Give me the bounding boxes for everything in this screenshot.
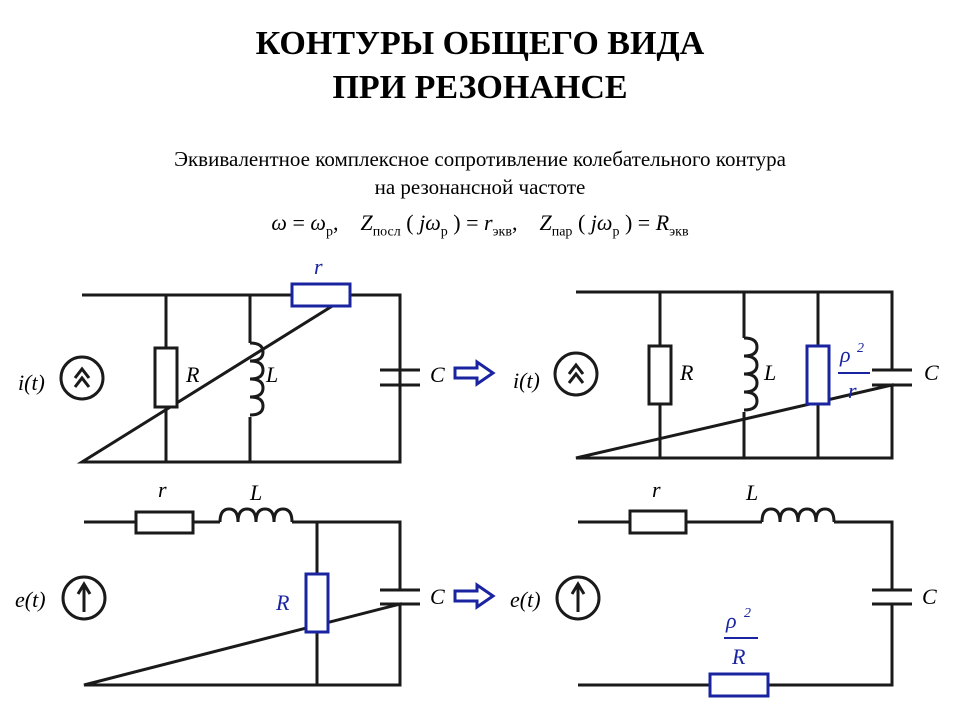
formula-omega-p-sub: р bbox=[325, 224, 333, 240]
label-rho-1: ρ bbox=[839, 342, 851, 367]
label-L-2: L bbox=[763, 360, 776, 385]
label-et-1: e(t) bbox=[15, 587, 46, 612]
formula-R-eq-sub: экв bbox=[669, 224, 689, 240]
label-L-4: L bbox=[745, 480, 758, 505]
circuit-series-equivalent: e(t) r L ρ 2 R C bbox=[510, 477, 937, 698]
voltage-source-icon-2 bbox=[555, 575, 601, 621]
formula-z-series: Z bbox=[360, 210, 373, 235]
circuit-parallel-original: i(t) R L r C bbox=[18, 254, 445, 464]
formula-omega: ω bbox=[271, 210, 287, 235]
subtitle-line-1: Эквивалентное комплексное сопротивление … bbox=[174, 147, 786, 171]
formula-R-eq: R bbox=[655, 210, 670, 235]
label-r-4: r bbox=[652, 477, 661, 502]
transform-arrow-top-icon bbox=[453, 360, 495, 386]
label-et-2: e(t) bbox=[510, 587, 541, 612]
circuit-series-original: e(t) r L R C bbox=[15, 477, 445, 687]
resistor-rho2-r bbox=[805, 344, 831, 406]
subtitle: Эквивалентное комплексное сопротивление … bbox=[0, 145, 960, 201]
capacitor-C-3 bbox=[380, 588, 420, 606]
resistor-R-3 bbox=[304, 572, 330, 634]
title-line-2: ПРИ РЕЗОНАНСЕ bbox=[332, 69, 628, 106]
formula-eq-1: = bbox=[292, 210, 305, 235]
voltage-source-icon bbox=[61, 575, 107, 621]
wire-top-right bbox=[575, 290, 894, 460]
inductor-L-icon-2 bbox=[742, 336, 759, 412]
circuit-parallel-equivalent: i(t) R L ρ 2 r C bbox=[513, 290, 939, 460]
resonance-formula: ω = ωр, Zпосл ( jωр ) = rэкв, Zпар ( jωр… bbox=[0, 210, 960, 240]
formula-r-eq-sub: экв bbox=[492, 224, 512, 240]
resistor-r-series bbox=[290, 282, 352, 308]
resistor-R-2 bbox=[647, 344, 673, 406]
inductor-L-icon-4 bbox=[760, 507, 836, 524]
label-R-denominator: R bbox=[731, 644, 746, 669]
label-r-1: r bbox=[314, 254, 323, 279]
formula-z-parallel: Z bbox=[539, 210, 552, 235]
label-it-2: i(t) bbox=[513, 368, 540, 393]
formula-close-1: ) bbox=[453, 210, 461, 235]
wire-branches-right bbox=[658, 292, 820, 458]
capacitor-C-4 bbox=[872, 588, 912, 606]
formula-open-2: ( bbox=[577, 210, 586, 235]
label-C-2: C bbox=[924, 360, 939, 385]
formula-r-eq: r bbox=[483, 210, 493, 235]
title-line-1: КОНТУРЫ ОБЩЕГО ВИДА bbox=[255, 25, 705, 62]
inductor-L-icon-3 bbox=[218, 507, 294, 524]
subtitle-line-2: на резонансной частоте bbox=[374, 175, 586, 199]
formula-eq-3: = bbox=[637, 210, 651, 235]
label-C-3: C bbox=[430, 584, 445, 609]
wire-top-left bbox=[76, 293, 402, 464]
label-C-1: C bbox=[430, 362, 445, 387]
wire-branches-left bbox=[164, 295, 402, 462]
label-r-3: r bbox=[158, 477, 167, 502]
label-R-3: R bbox=[275, 590, 290, 615]
label-it-1: i(t) bbox=[18, 370, 45, 395]
formula-omega-p: ω bbox=[310, 210, 326, 235]
current-source-icon-2 bbox=[553, 351, 599, 397]
formula-w-1: ω bbox=[425, 210, 441, 235]
formula-j-2: j bbox=[590, 210, 597, 235]
label-R-1: R bbox=[185, 362, 200, 387]
formula-w-2-sub: р bbox=[612, 224, 620, 240]
formula-open-1: ( bbox=[406, 210, 414, 235]
resistor-R bbox=[153, 346, 179, 409]
wire-bottom-right bbox=[578, 520, 894, 687]
resistor-rho2-R bbox=[708, 672, 770, 698]
label-rho-2: ρ bbox=[725, 608, 737, 633]
resistor-r-4 bbox=[628, 509, 688, 535]
label-R-2: R bbox=[679, 360, 694, 385]
label-L-1: L bbox=[265, 362, 278, 387]
current-source-icon bbox=[59, 355, 105, 401]
page-title: КОНТУРЫ ОБЩЕГО ВИДА ПРИ РЕЗОНАНСЕ bbox=[0, 22, 960, 110]
formula-w-1-sub: р bbox=[440, 224, 448, 240]
formula-w-2: ω bbox=[596, 210, 613, 235]
transform-arrow-bottom-icon bbox=[453, 583, 495, 609]
formula-comma-1: , bbox=[332, 210, 339, 235]
label-L-3: L bbox=[249, 480, 262, 505]
capacitor-C-2 bbox=[872, 368, 912, 387]
formula-z-series-sub: посл bbox=[372, 224, 401, 240]
formula-close-2: ) bbox=[624, 210, 633, 235]
formula-eq-2: = bbox=[466, 210, 479, 235]
wire-bottom-left bbox=[83, 520, 402, 687]
label-sq-1: 2 bbox=[857, 341, 864, 356]
label-sq-2: 2 bbox=[744, 606, 751, 621]
formula-comma-2: , bbox=[511, 210, 518, 235]
formula-j-1: j bbox=[419, 210, 426, 235]
label-r-denominator: r bbox=[848, 378, 857, 403]
formula-z-parallel-sub: пар bbox=[551, 224, 573, 240]
resistor-r-3 bbox=[134, 510, 195, 535]
label-C-4: C bbox=[922, 584, 937, 609]
